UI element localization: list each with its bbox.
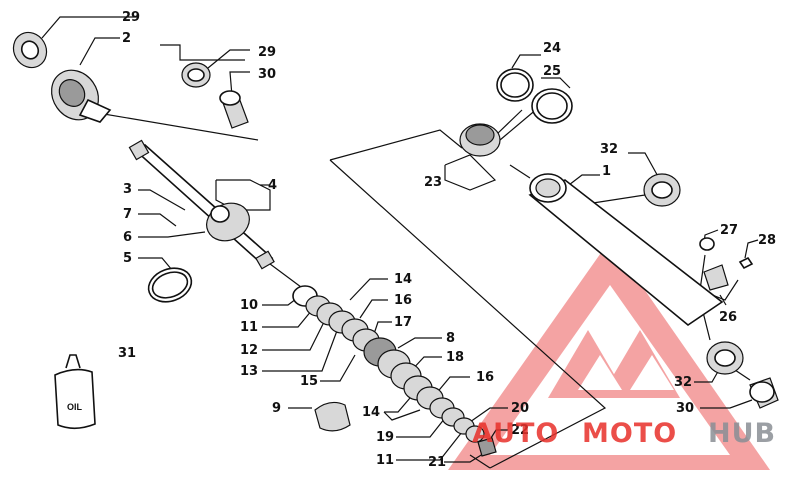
body-tube-1 (528, 173, 724, 326)
callout-3: 3 (123, 182, 132, 197)
callout-1: 1 (602, 164, 611, 179)
callout-11-top: 11 (240, 320, 258, 335)
watermark-moto: MOTO (582, 418, 677, 449)
callout-16-bottom: 16 (476, 370, 494, 385)
callout-11-bottom: 11 (376, 453, 394, 468)
callout-19: 19 (376, 430, 394, 445)
callout-30-top: 30 (258, 67, 276, 82)
callout-27: 27 (720, 223, 738, 238)
callout-14-top: 14 (394, 272, 412, 287)
callout-12: 12 (240, 343, 258, 358)
callout-15: 15 (300, 374, 318, 389)
callout-18: 18 (446, 350, 464, 365)
callout-29-top: 29 (122, 10, 140, 25)
bushing-32-bottom (706, 341, 744, 375)
callout-32-bottom: 32 (674, 375, 692, 390)
callout-32-top: 32 (600, 142, 618, 157)
o-ring-5-inner (151, 271, 189, 299)
screw-28 (738, 256, 754, 270)
bushing-29-right (181, 62, 211, 88)
watermark-hub: HUB (708, 418, 776, 449)
callout-14-bottom: 14 (362, 405, 380, 420)
callout-5: 5 (123, 251, 132, 266)
cap-23 (459, 123, 501, 157)
ring-24-inner (500, 72, 530, 98)
watermark-logo (448, 240, 770, 470)
callout-4: 4 (268, 178, 277, 193)
callout-6: 6 (123, 230, 132, 245)
callout-7: 7 (123, 207, 132, 222)
sleeve-30-top (219, 90, 249, 129)
callout-9: 9 (272, 401, 281, 416)
callout-30-bottom: 30 (676, 401, 694, 416)
callout-24: 24 (543, 41, 561, 56)
callout-22: 22 (511, 423, 529, 438)
callout-26: 26 (719, 310, 737, 325)
callout-17: 17 (394, 315, 412, 330)
piston-cap-4 (206, 202, 250, 242)
ring-25-inner (536, 92, 568, 120)
callout-2: 2 (122, 31, 131, 46)
shaft-3 (128, 139, 275, 270)
callout-28: 28 (758, 233, 776, 248)
callout-16-top: 16 (394, 293, 412, 308)
oil-can-31: OIL (54, 354, 96, 430)
callout-8: 8 (446, 331, 455, 346)
bushing-29-top (12, 31, 48, 69)
callout-23: 23 (424, 175, 442, 190)
eye-mount-2 (51, 69, 112, 123)
band-9 (314, 401, 351, 432)
callout-labels: 29 2 29 30 24 25 3 4 7 6 5 23 32 1 27 28… (118, 10, 776, 470)
callout-31: 31 (118, 346, 136, 361)
callout-13: 13 (240, 364, 258, 379)
bushing-32-top (643, 173, 681, 207)
watermark-text: AUTO MOTO HUB (472, 418, 776, 449)
shim-stack (292, 285, 497, 457)
ring-27 (699, 237, 715, 251)
leader-lines (41, 16, 759, 469)
callout-25: 25 (543, 64, 561, 79)
callout-29-right: 29 (258, 45, 276, 60)
callout-21: 21 (428, 455, 446, 470)
callout-20: 20 (511, 401, 529, 416)
callout-10: 10 (240, 298, 258, 313)
valve-26 (703, 264, 729, 291)
watermark-auto: AUTO (472, 418, 559, 449)
oil-can-label: OIL (67, 402, 83, 412)
sleeve-30-bottom (749, 377, 779, 409)
